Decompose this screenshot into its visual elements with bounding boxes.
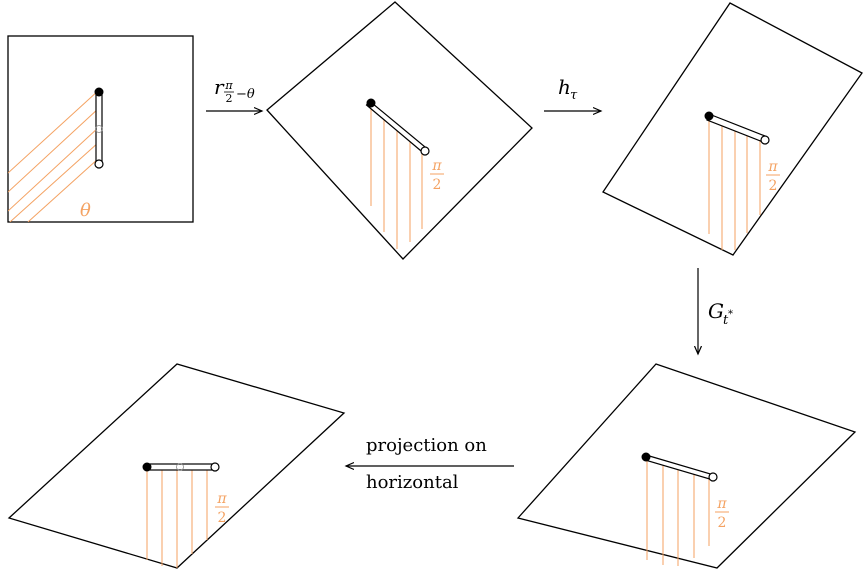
half-pi-den: 2 (218, 510, 227, 526)
midpoint-marker (95, 125, 103, 133)
midpoint-marker (176, 463, 184, 471)
vertical-hatching (370, 104, 423, 249)
tilted-segment (706, 113, 766, 143)
black-endpoint (94, 87, 104, 97)
half-pi-den: 2 (718, 515, 727, 531)
vertical-hatching (146, 468, 208, 568)
white-endpoint (760, 135, 770, 145)
arrow-geodesic: G t * (698, 268, 733, 354)
arrow-projection-label-line2: horizontal (366, 472, 459, 493)
half-pi-num: π (431, 158, 442, 174)
projected-outline (7, 363, 346, 569)
arrow-rotation: r π 2 −θ (206, 75, 262, 111)
half-pi-num: π (767, 159, 778, 175)
black-endpoint (704, 111, 714, 121)
panel-flowed: π 2 (516, 363, 857, 569)
arrow-shear-symbol: h (558, 75, 571, 99)
black-endpoint (366, 98, 376, 108)
vertical-hatching (708, 118, 761, 250)
panel-rotated: π 2 (266, 1, 533, 260)
panel-sheared: π 2 (602, 2, 863, 256)
arrow-rotation-sub-rest: −θ (236, 87, 255, 102)
arrow-shear-sub: τ (570, 88, 578, 103)
vertical-hatching (646, 457, 710, 566)
half-pi-num: π (216, 491, 227, 507)
arrow-shear: h τ (544, 75, 601, 111)
rotated-outline (266, 1, 533, 260)
panel-square: θ (7, 35, 194, 223)
arrow-geodesic-sup: * (728, 309, 733, 320)
black-endpoint (641, 452, 651, 462)
white-endpoint (94, 159, 104, 169)
arrow-rotation-sub-num: π (224, 79, 233, 92)
half-pi-den: 2 (769, 178, 778, 194)
flowed-outline (516, 363, 857, 569)
theta-label: θ (80, 200, 91, 221)
vertical-segment (95, 91, 103, 165)
arrow-projection-label-line1: projection on (366, 435, 487, 456)
arrow-geodesic-symbol: G (708, 299, 724, 323)
white-endpoint (708, 472, 718, 482)
arrow-geodesic-sub: t (723, 313, 729, 328)
arrow-rotation-symbol: r (214, 75, 225, 99)
arrow-rotation-sub-den: 2 (226, 92, 233, 105)
horizontal-segment (147, 463, 216, 471)
panel-projected: π 2 (7, 363, 346, 569)
arrow-projection: projection on horizontal (346, 435, 514, 493)
half-pi-num: π (716, 496, 727, 512)
half-pi-den: 2 (433, 177, 442, 193)
black-endpoint (142, 462, 152, 472)
diagonal-hatching (8, 89, 100, 222)
tilted-segment (644, 454, 715, 481)
sheared-outline (602, 2, 863, 256)
white-endpoint (420, 146, 430, 156)
square-outline (7, 35, 194, 223)
white-endpoint (210, 462, 220, 472)
